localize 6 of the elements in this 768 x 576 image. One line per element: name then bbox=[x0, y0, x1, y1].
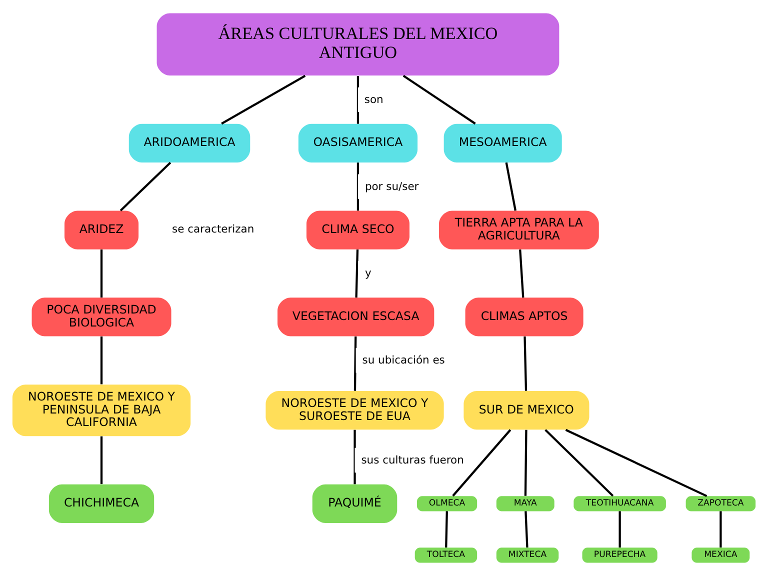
edge-label: y bbox=[364, 266, 372, 280]
edge-label: su ubicación es bbox=[362, 354, 445, 367]
edge-label: son bbox=[364, 92, 384, 106]
edge-label: por su/ser bbox=[364, 180, 419, 193]
label: se caracterizan bbox=[172, 222, 254, 236]
edge-label: sus culturas fueron bbox=[361, 453, 464, 466]
